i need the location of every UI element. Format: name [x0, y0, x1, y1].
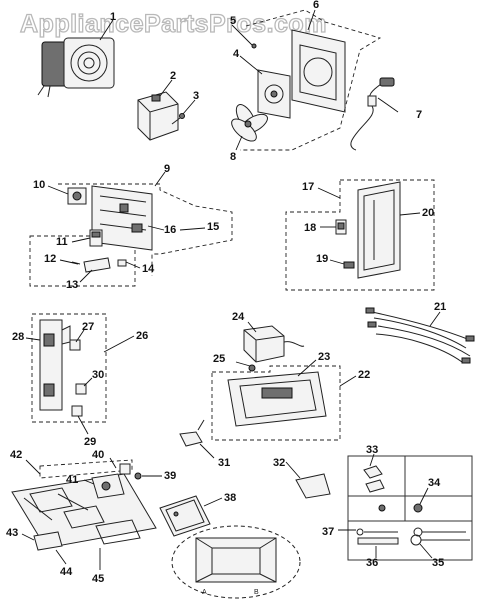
part-clip-33: [363, 465, 385, 493]
callout-26: 26: [136, 330, 148, 342]
callout-13: 13: [66, 279, 78, 291]
part-lamp-holder: [91, 473, 125, 499]
part-charcoal-filter: [159, 495, 211, 537]
part-fan-blade: [231, 104, 268, 142]
callout-28: 28: [12, 331, 24, 343]
callout-24: 24: [232, 311, 245, 323]
part-lamp-socket: [119, 463, 142, 480]
hardware-grid: [347, 455, 473, 561]
callout-18: 18: [304, 222, 316, 234]
part-fan-motor: [37, 37, 115, 98]
callout-10: 10: [33, 179, 45, 191]
inset-label-b: B: [254, 589, 259, 596]
part-switch-29: [71, 405, 83, 417]
part-fan-bracket: [291, 29, 346, 113]
callout-34: 34: [428, 477, 441, 489]
callout-42: 42: [10, 449, 22, 461]
callout-25: 25: [213, 353, 225, 365]
part-transformer-small: [137, 91, 179, 141]
part-thermal-switch: [179, 419, 205, 447]
part-bracket-13: [71, 257, 127, 273]
callout-29: 29: [84, 436, 96, 448]
part-switch-27: [69, 339, 81, 351]
callout-31: 31: [218, 457, 230, 469]
part-nut-34: [378, 503, 423, 513]
part-grease-filter: [295, 473, 331, 499]
part-base-plate: [227, 371, 327, 427]
callout-33: 33: [366, 444, 378, 456]
callout-16: 16: [164, 224, 176, 236]
callout-36: 36: [366, 557, 378, 569]
callout-17: 17: [302, 181, 314, 193]
part-switch-30: [75, 383, 87, 395]
callout-14: 14: [142, 263, 155, 275]
part-latch-18: [335, 219, 347, 235]
part-switch-10: [67, 187, 87, 205]
callout-35: 35: [432, 557, 444, 569]
callout-21: 21: [434, 301, 446, 313]
part-fan-housing: [257, 69, 291, 119]
part-screw-25: [248, 364, 256, 372]
callout-5: 5: [230, 15, 236, 27]
callout-2: 2: [170, 70, 176, 82]
callout-27: 27: [82, 321, 94, 333]
part-control-panel: [91, 185, 153, 251]
callout-40: 40: [92, 449, 104, 461]
callout-6: 6: [313, 0, 319, 11]
callout-20: 20: [422, 207, 434, 219]
callout-7: 7: [416, 109, 422, 121]
inset-label-a: A: [202, 589, 207, 596]
part-door-panel: [357, 181, 401, 279]
watermark-text: AppliancePartsPros.com: [20, 10, 327, 38]
callout-41: 41: [66, 474, 78, 486]
callout-3: 3: [193, 90, 199, 102]
callout-15: 15: [207, 221, 219, 233]
callout-30: 30: [92, 369, 104, 381]
part-transformer-24: [243, 325, 305, 363]
callout-43: 43: [6, 527, 18, 539]
part-screw-19: [343, 261, 355, 269]
callout-8: 8: [230, 151, 236, 163]
callout-11: 11: [56, 236, 68, 248]
detail-inset: A B: [171, 525, 301, 599]
callout-12: 12: [44, 253, 56, 265]
part-fuse-11: [89, 229, 103, 247]
callout-1: 1: [110, 11, 116, 23]
part-screw-37: [356, 527, 466, 537]
callout-38: 38: [224, 492, 236, 504]
callout-44: 44: [60, 566, 73, 578]
callout-19: 19: [316, 253, 328, 265]
part-latch-assembly: [39, 319, 71, 411]
part-power-cord: [350, 77, 395, 151]
callout-4: 4: [233, 48, 240, 60]
part-vent-panel: [11, 473, 157, 549]
part-washer-35: [410, 534, 470, 546]
part-lens-cover: [33, 531, 63, 551]
callout-32: 32: [273, 457, 285, 469]
callout-9: 9: [164, 163, 170, 175]
callout-37: 37: [322, 526, 334, 538]
part-wire-harness: [365, 307, 475, 364]
part-screw-3: [171, 113, 185, 125]
callout-23: 23: [318, 351, 330, 363]
part-rod-36: [357, 537, 399, 545]
callout-22: 22: [358, 369, 370, 381]
callout-39: 39: [164, 470, 176, 482]
callout-45: 45: [92, 573, 104, 585]
